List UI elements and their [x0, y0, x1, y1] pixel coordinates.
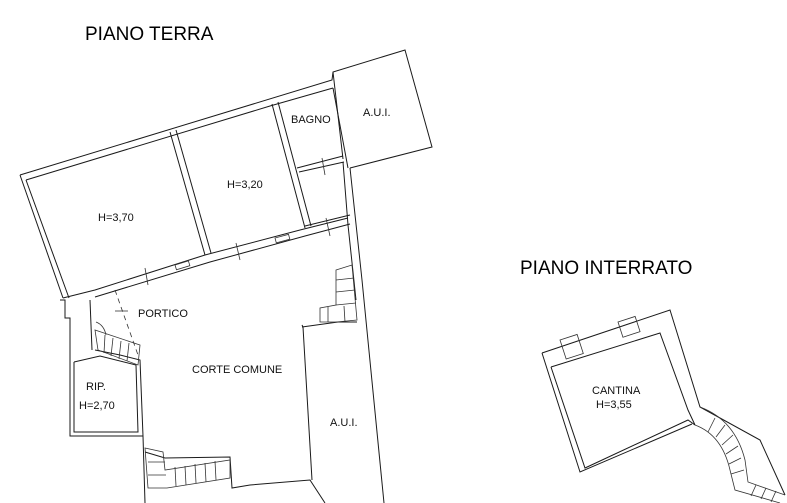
label-cantina: CANTINA [592, 385, 641, 397]
label-room1-height: H=3,70 [98, 212, 134, 224]
label-rip: RIP. [86, 381, 106, 393]
label-room2-height: H=3,20 [227, 179, 263, 191]
title-piano-interrato: PIANO INTERRATO [520, 258, 692, 279]
label-aui-right: A.U.I. [330, 417, 358, 429]
label-corte-comune: CORTE COMUNE [192, 364, 282, 376]
ground-floor-plan [19, 49, 433, 503]
label-aui-top: A.U.I. [363, 107, 391, 119]
label-cantina-height: H=3,55 [596, 399, 632, 411]
label-rip-height: H=2,70 [79, 400, 115, 412]
title-piano-terra: PIANO TERRA [85, 24, 214, 45]
label-portico: PORTICO [138, 308, 188, 320]
basement-plan [541, 309, 786, 503]
label-bagno: BAGNO [291, 114, 331, 126]
